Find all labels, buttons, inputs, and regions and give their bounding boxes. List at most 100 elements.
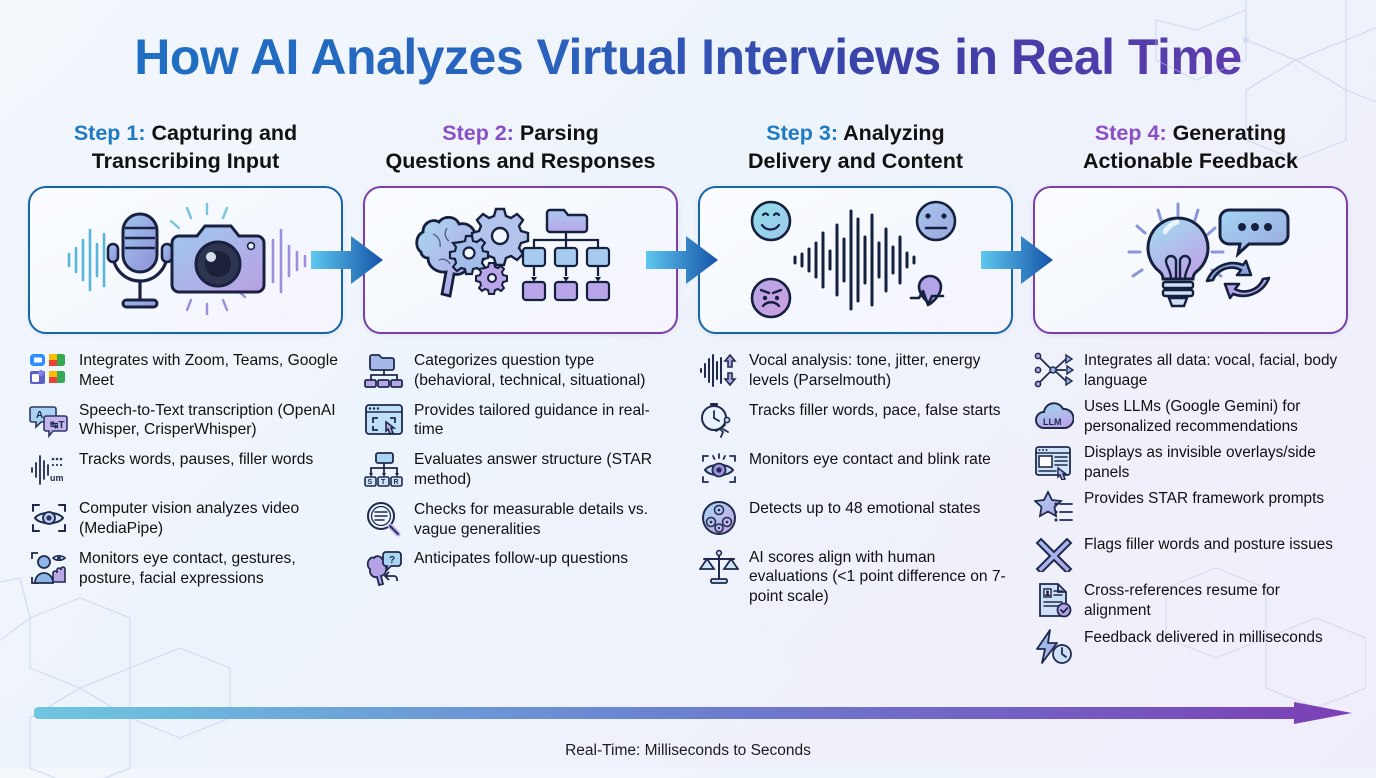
list-item: Provides tailored guidance in real-time: [363, 400, 678, 441]
list-item: Categorizes question type (behavioral, t…: [363, 350, 678, 391]
list-item-text: Computer vision analyzes video (MediaPip…: [79, 500, 300, 537]
list-item-text: Tracks filler words, pace, false starts: [749, 401, 1001, 419]
list-item-text: Vocal analysis: tone, jitter, energy lev…: [749, 352, 981, 389]
bolt-clock-icon: [1033, 627, 1075, 667]
browser-cursor-icon: [363, 400, 405, 440]
list-item-text: AI scores align with human evaluations (…: [749, 548, 1006, 606]
steps-container: Step 1: Capturing and Transcribing Input: [0, 120, 1376, 673]
waveform-emoji-heartbeat-illustration: [750, 200, 957, 319]
step-2-title-line1: Parsing: [519, 121, 599, 145]
step-column-1: Step 1: Capturing and Transcribing Input: [18, 120, 383, 673]
list-item-text: Feedback delivered in milliseconds: [1084, 628, 1323, 646]
list-item: Displays as invisible overlays/side pane…: [1033, 442, 1348, 482]
list-item-text: Monitors eye contact, gestures, posture,…: [79, 549, 296, 587]
step-column-4: Step 4: Generating Actionable Feedback: [1023, 120, 1358, 673]
brain-question-icon: ?: [363, 548, 405, 588]
zoom-teams-meet-icon: [28, 350, 70, 390]
step-1-title-line1: Capturing and: [151, 121, 298, 145]
waveform-um-icon: um: [28, 449, 70, 489]
list-item-text: Provides tailored guidance in real-time: [414, 401, 650, 439]
list-item: Vocal analysis: tone, jitter, energy lev…: [698, 350, 1013, 391]
step-3-title-line2: Delivery and Content: [747, 148, 964, 173]
list-item: Flags filler words and posture issues: [1033, 534, 1348, 574]
list-item-text: Checks for measurable details vs. vague …: [414, 500, 649, 538]
list-item-text: Uses LLMs (Google Gemini) for personaliz…: [1084, 398, 1301, 435]
svg-text:?: ?: [389, 555, 395, 566]
list-item-text: Cross-references resume for alignment: [1084, 582, 1280, 619]
step-4-bullet-list: Integrates all data: vocal, facial, body…: [1033, 350, 1348, 667]
list-item-text: Speech-to-Text transcription (OpenAI Whi…: [79, 401, 336, 439]
list-item: AI scores align with human evaluations (…: [698, 547, 1013, 607]
step-1-to-2-arrow-icon: [311, 236, 383, 284]
list-item: ? Anticipates follow-up questions: [363, 548, 678, 588]
step-3-title-line1: Analyzing: [843, 121, 945, 145]
list-item: Cross-references resume for alignment: [1033, 580, 1348, 620]
step-3-label: Step 3:: [766, 121, 844, 145]
list-item: Provides STAR framework prompts: [1033, 488, 1348, 528]
list-item: Monitors eye contact and blink rate: [698, 449, 1013, 489]
step-3-to-4-arrow-icon: [981, 236, 1053, 284]
data-merge-nodes-icon: [1033, 350, 1075, 390]
brain-gears-hierarchy-illustration: [415, 207, 611, 302]
emotion-cluster-icon: [698, 498, 740, 538]
step-4-title-line2: Actionable Feedback: [1082, 148, 1299, 173]
waveform-arrows-icon: [698, 350, 740, 390]
step-2-to-3-arrow-icon: [646, 236, 718, 284]
svg-text:um: um: [50, 473, 64, 483]
list-item-text: Flags filler words and posture issues: [1084, 536, 1333, 554]
timeline-caption: Real-Time: Milliseconds to Seconds: [565, 742, 811, 759]
timeline-bar: [33, 702, 1352, 724]
resume-check-icon: [1033, 580, 1075, 620]
list-item: Tracks filler words, pace, false starts: [698, 400, 1013, 440]
llm-cloud-icon: LLM: [1033, 396, 1075, 436]
list-item-text: Monitors eye contact and blink rate: [749, 450, 991, 468]
svg-text:R: R: [394, 479, 399, 486]
list-item: S T R Evaluates answer structure (STAR met…: [363, 449, 678, 490]
lightbulb-chat-refresh-illustration: [1127, 202, 1290, 308]
balance-scale-icon: [698, 547, 740, 587]
list-item-text: Categorizes question type (behavioral, t…: [414, 352, 646, 389]
list-item-text: Anticipates follow-up questions: [414, 550, 629, 568]
step-1-heading: Step 1: Capturing and Transcribing Input: [28, 120, 343, 178]
list-item: LLM Uses LLMs (Google Gemini) for person…: [1033, 396, 1348, 436]
list-item: Computer vision analyzes video (MediaPip…: [28, 498, 343, 539]
step-1-bullet-list: Integrates with Zoom, Teams, Google Meet…: [28, 350, 343, 588]
overlay-panel-icon: [1033, 442, 1075, 482]
step-4-title-line1: Generating: [1172, 121, 1287, 145]
list-item-text: Evaluates answer structure (STAR method): [414, 451, 653, 488]
folder-tree-icon: [363, 350, 405, 390]
eye-scan-icon: [28, 498, 70, 538]
page-title: How AI Analyzes Virtual Interviews in Re…: [0, 0, 1376, 86]
list-item: Feedback delivered in milliseconds: [1033, 627, 1348, 667]
list-item: Monitors eye contact, gestures, posture,…: [28, 548, 343, 589]
list-item: Integrates with Zoom, Teams, Google Meet: [28, 350, 343, 391]
list-item-text: Detects up to 48 emotional states: [749, 499, 981, 517]
step-1-illustration-card: [28, 186, 383, 334]
star-list-icon: [1033, 488, 1075, 528]
svg-text:↹T: ↹T: [50, 420, 65, 431]
step-4-heading: Step 4: Generating Actionable Feedback: [1033, 120, 1348, 178]
list-item-text: Tracks words, pauses, filler words: [79, 451, 314, 469]
step-2-bullet-list: Categorizes question type (behavioral, t…: [363, 350, 678, 588]
step-4-label: Step 4:: [1094, 121, 1173, 145]
step-2-label: Step 2:: [442, 121, 520, 145]
step-3-bullet-list: Vocal analysis: tone, jitter, energy lev…: [698, 350, 1013, 607]
step-2-illustration-card: [363, 186, 718, 334]
svg-text:T: T: [381, 479, 386, 486]
step-3-heading: Step 3: Analyzing Delivery and Content: [698, 120, 1013, 178]
step-4-illustration-card: [1033, 186, 1348, 334]
microphone-camera-waveform-illustration: [67, 202, 306, 316]
step-2-heading: Step 2: Parsing Questions and Responses: [363, 120, 678, 178]
svg-text:S: S: [368, 479, 373, 486]
list-item: Checks for measurable details vs. vague …: [363, 499, 678, 540]
magnifier-document-icon: [363, 499, 405, 539]
step-column-2: Step 2: Parsing Questions and Responses: [353, 120, 718, 673]
list-item: Detects up to 48 emotional states: [698, 498, 1013, 538]
stopwatch-runner-icon: [698, 400, 740, 440]
list-item: Integrates all data: vocal, facial, body…: [1033, 350, 1348, 390]
step-3-illustration-card: [698, 186, 1053, 334]
step-2-title-line2: Questions and Responses: [385, 148, 656, 173]
list-item-text: Integrates all data: vocal, facial, body…: [1084, 352, 1338, 389]
